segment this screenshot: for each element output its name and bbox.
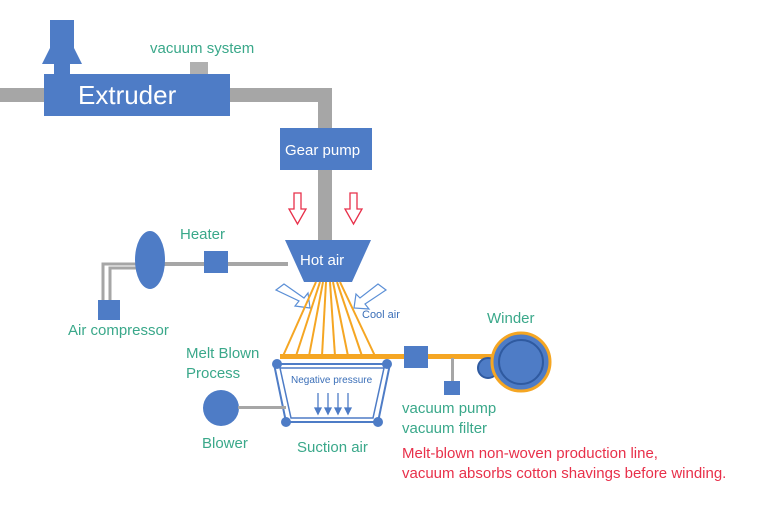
air-compressor-label: Air compressor <box>68 322 169 339</box>
negative-pressure-label: Negative pressure <box>291 375 373 386</box>
hopper-funnel <box>42 48 82 64</box>
suction-arrows <box>313 393 353 416</box>
hot-air-arrow-left <box>287 192 308 226</box>
compressor-pipe <box>101 262 140 300</box>
extruder-outlet-pipe <box>228 88 332 102</box>
compressor-pipe-inner <box>108 266 140 300</box>
extruder-label: Extruder <box>78 80 177 110</box>
blower-fan <box>203 390 239 426</box>
vacuum-system-box <box>190 62 208 74</box>
cool-air-arrow-right <box>353 283 388 310</box>
winder-roll-inner <box>498 339 544 385</box>
cool-air-label: Cool air <box>362 309 400 321</box>
vacuum-pump-label: vacuum pump <box>402 400 496 417</box>
blower-pipe <box>238 406 286 409</box>
conveyor-roller-bottom-left <box>281 417 291 427</box>
hot-air-arrow-right <box>343 192 364 226</box>
heater-block <box>204 251 228 273</box>
suction-air-label: Suction air <box>297 439 368 456</box>
blower-label: Blower <box>202 435 248 452</box>
conveyor-roller-bottom-right <box>373 417 383 427</box>
vacuum-pump-block <box>444 381 460 395</box>
heater-label: Heater <box>180 226 225 243</box>
cool-air-arrow-left <box>274 283 311 309</box>
collector-belt-inner <box>279 367 385 419</box>
vacuum-system-label: vacuum system <box>150 40 254 57</box>
winder-roll-outer <box>490 331 552 393</box>
extruder-block <box>44 74 230 116</box>
collector-belt-outer <box>272 363 392 423</box>
hopper <box>50 20 74 48</box>
conveyor-roller-top-right <box>382 359 392 369</box>
melt-blown-label-line1: Melt Blown <box>186 345 259 362</box>
hot-air-label: Hot air <box>300 252 344 269</box>
vacuum-pump-pipe <box>451 358 454 382</box>
vacuum-filter-block <box>404 346 428 368</box>
air-tank <box>135 231 165 289</box>
feed-pipe-left <box>0 88 48 102</box>
note-line2: vacuum absorbs cotton shavings before wi… <box>402 465 726 482</box>
winder-label: Winder <box>487 310 535 327</box>
melt-blown-label-line2: Process <box>186 365 240 382</box>
pipe-to-gear-pump <box>318 88 332 130</box>
gear-pump-block <box>280 128 372 170</box>
note-line1: Melt-blown non-woven production line, <box>402 445 658 462</box>
air-compressor-block <box>98 300 120 320</box>
hopper-neck <box>54 64 70 76</box>
fibers <box>282 281 376 357</box>
gear-pump-label: Gear pump <box>285 142 360 159</box>
hot-air-die <box>285 240 371 282</box>
conveyor-roller-top-left <box>272 359 282 369</box>
pipe-gear-pump-to-die <box>318 168 332 240</box>
vacuum-filter-label: vacuum filter <box>402 420 487 437</box>
